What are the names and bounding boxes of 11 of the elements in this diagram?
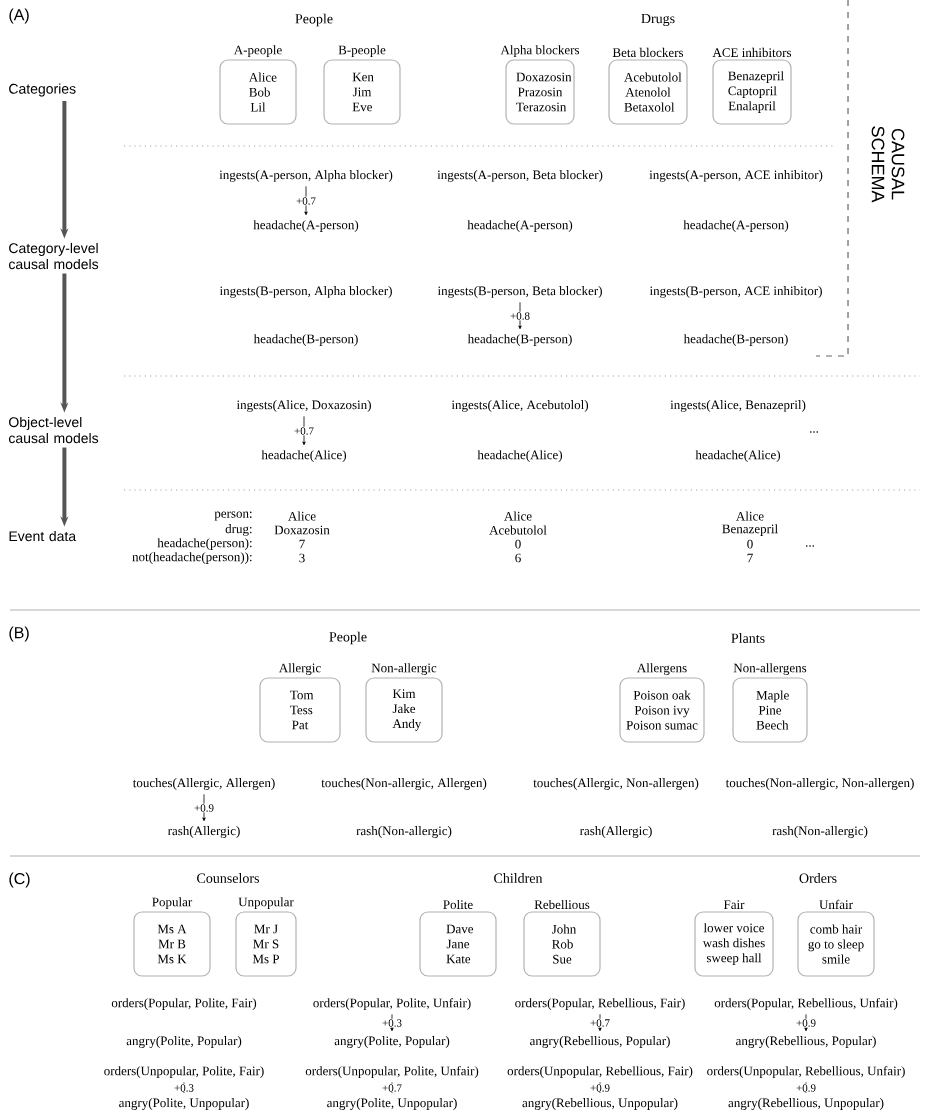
panel-label: (C) <box>9 872 30 888</box>
arrow <box>302 415 306 446</box>
panel-label: (B) <box>9 626 29 642</box>
arrow <box>598 1013 602 1032</box>
panel-label: (A) <box>9 8 29 24</box>
arrow <box>804 1013 808 1032</box>
arrow <box>304 185 308 216</box>
arrow <box>202 793 206 822</box>
arrow <box>518 301 522 330</box>
schema-label: CAUSAL SCHEMA <box>871 126 905 203</box>
arrow <box>390 1013 394 1032</box>
